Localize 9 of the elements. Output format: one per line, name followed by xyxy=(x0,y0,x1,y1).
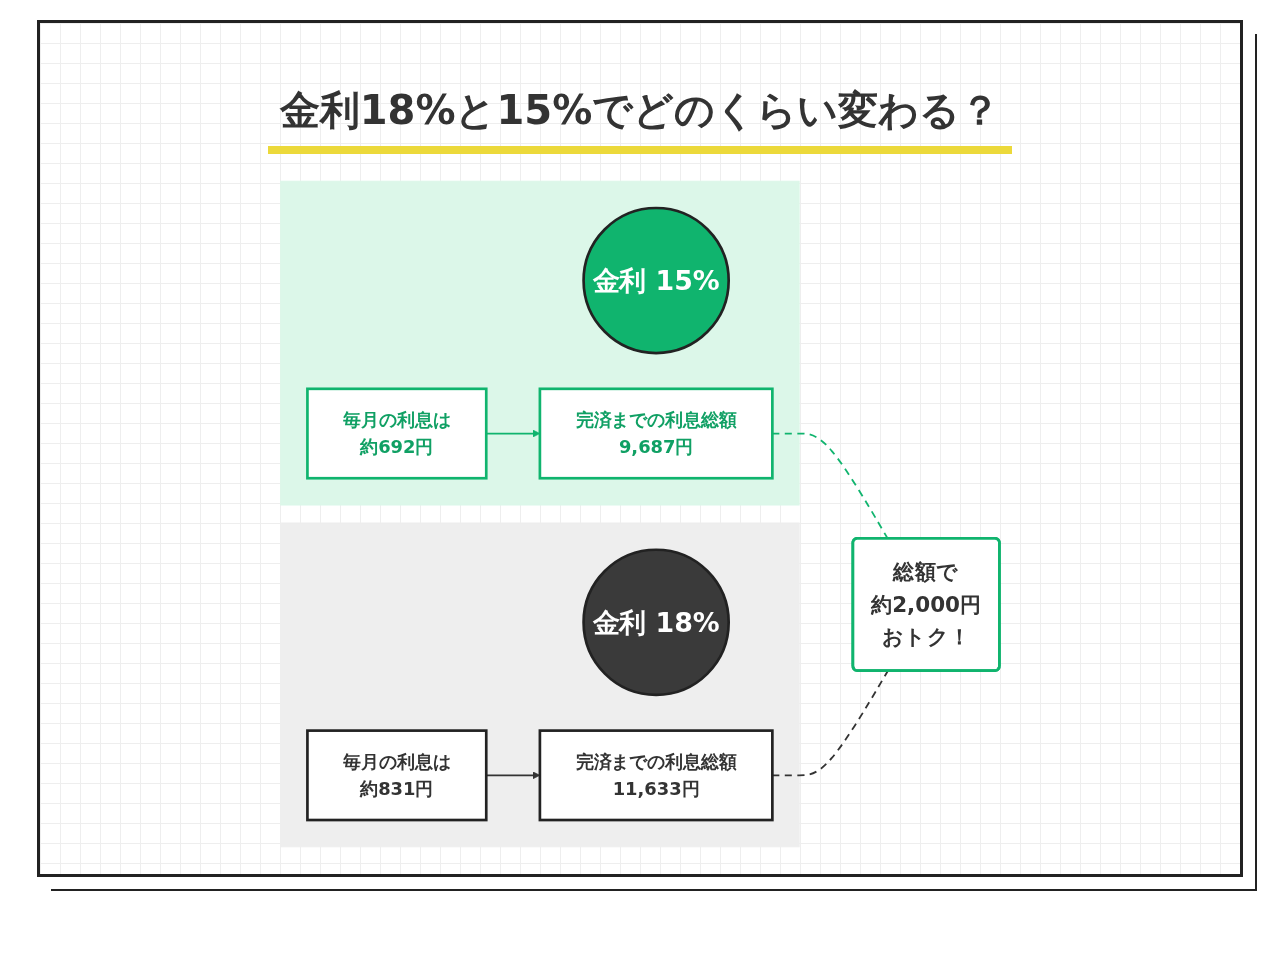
node-box: 毎月の利息は 約692円 xyxy=(306,387,488,480)
node-circle: 金利 18% xyxy=(582,548,730,697)
node-box: 毎月の利息は 約831円 xyxy=(306,729,488,822)
cluster xyxy=(280,522,800,848)
cluster xyxy=(280,180,800,506)
node-box: 完済までの利息総額 9,687円 xyxy=(538,387,774,480)
node-box: 完済までの利息総額 11,633円 xyxy=(538,729,774,822)
node-circle: 金利 15% xyxy=(582,206,730,355)
title: 金利18%と15%でどのくらい変わる？ xyxy=(267,83,1013,154)
